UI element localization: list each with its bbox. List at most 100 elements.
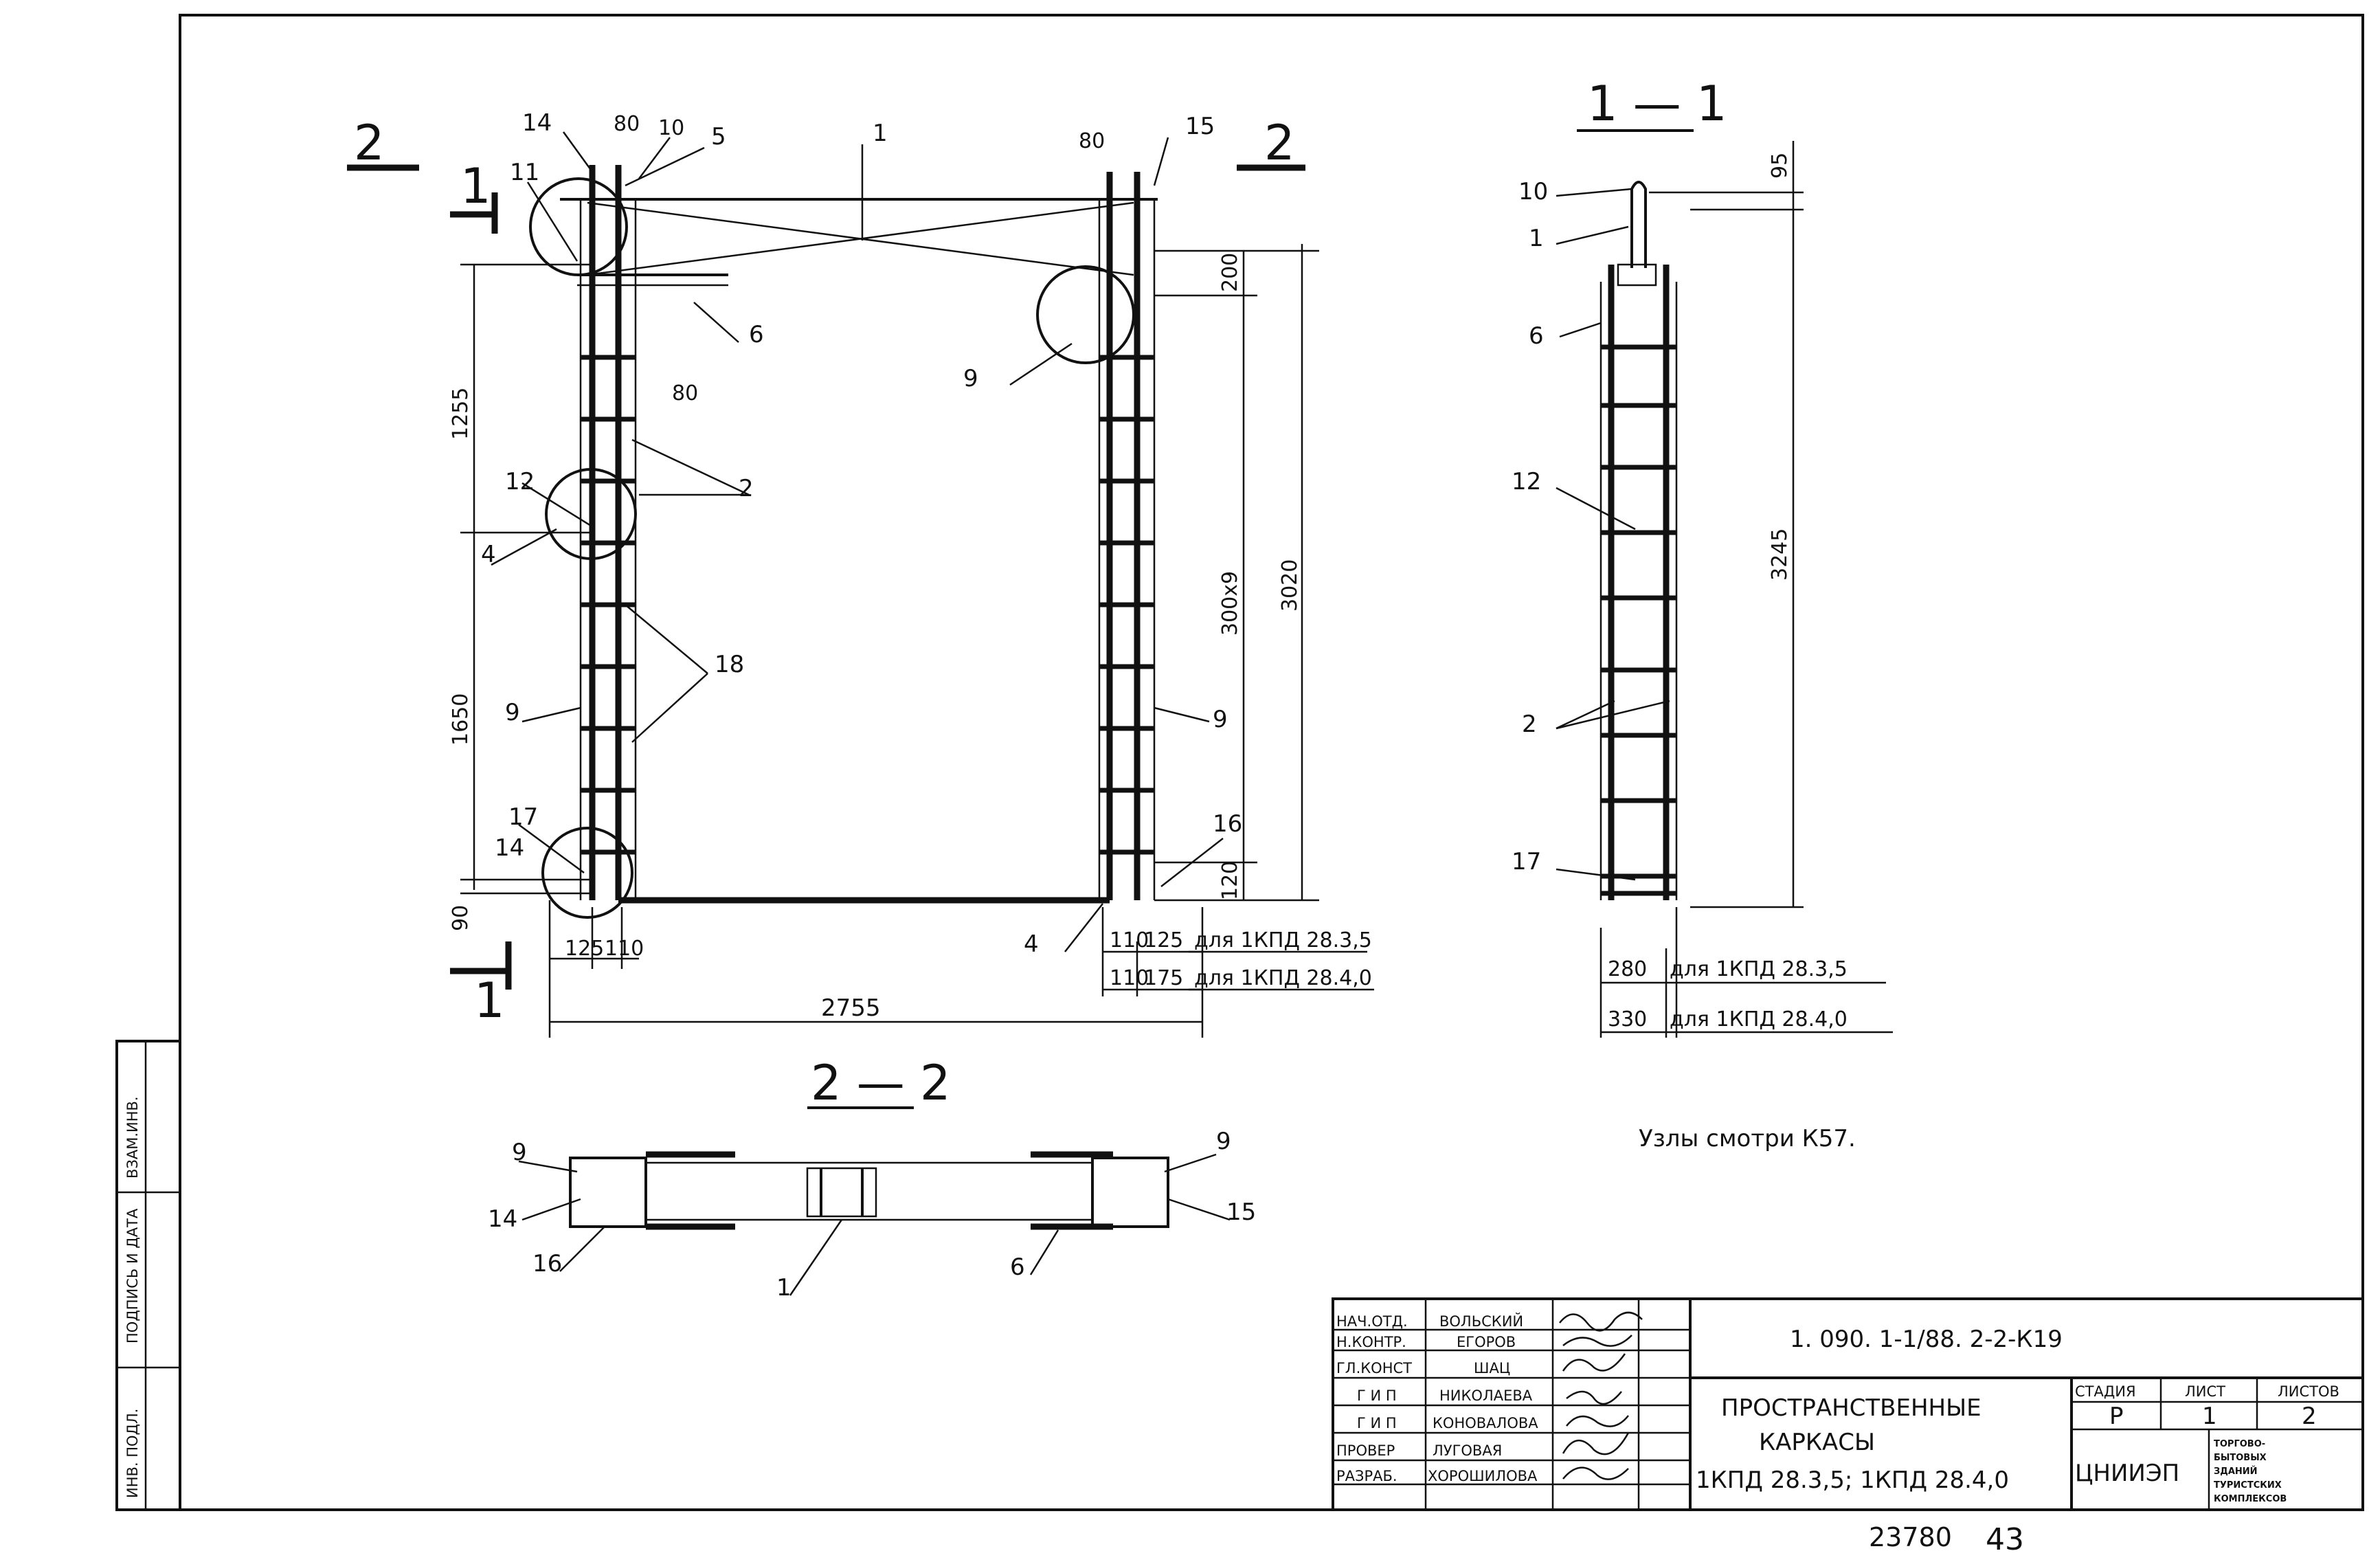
elevation-view: 2 2 1 1 <box>347 109 1374 1038</box>
callout-80-mid: 80 <box>672 381 698 405</box>
callout-16: 16 <box>1213 810 1242 838</box>
org-name: ЦНИИЭП <box>2075 1460 2179 1487</box>
s11-dim-95: 95 <box>1768 153 1792 179</box>
section-1-1-title: 1 — 1 <box>1587 76 1727 132</box>
org-note-4: КОМПЛЕКСОВ <box>2214 1494 2287 1504</box>
detail-circle-bottom-left <box>541 827 633 919</box>
podpis-label: ПОДПИСЬ И ДАТА <box>124 1208 141 1343</box>
note-elev-35: для 1КПД 28.3,5 <box>1194 928 1372 952</box>
cut-1-bottom-label: 1 <box>474 972 505 1029</box>
org-note-2: ЗДАНИЙ <box>2214 1466 2258 1477</box>
callout-12: 12 <box>505 468 535 495</box>
dim-90: 90 <box>449 905 473 931</box>
detail-circle-top-left <box>529 177 628 276</box>
callout-14-top: 14 <box>522 109 552 137</box>
callout-9-right: 9 <box>1213 706 1228 733</box>
dim-2755: 2755 <box>821 994 881 1022</box>
left-rungs <box>581 355 636 855</box>
title-line3: 1КПД 28.3,5; 1КПД 28.4,0 <box>1696 1466 2009 1494</box>
dim-300x9: 300x9 <box>1218 571 1242 636</box>
s22-callout-15: 15 <box>1226 1198 1256 1226</box>
stage-value: Р <box>2109 1403 2124 1430</box>
note-elev-40: для 1КПД 28.4,0 <box>1194 966 1372 990</box>
dim-110-right-b: 110 <box>1110 966 1149 990</box>
s22-callout-9-left: 9 <box>512 1139 527 1166</box>
org-note-3: ТУРИСТСКИХ <box>2214 1480 2282 1491</box>
title-line2: КАРКАСЫ <box>1759 1429 1875 1456</box>
dim-200: 200 <box>1218 253 1242 292</box>
tb-name-0: ВОЛЬСКИЙ <box>1439 1313 1523 1330</box>
vzam-label: ВЗАМ.ИНВ. <box>124 1096 141 1179</box>
s22-callout-9-right: 9 <box>1216 1128 1231 1155</box>
callout-10: 10 <box>658 116 684 140</box>
sheet-value: 1 <box>2202 1403 2217 1430</box>
callout-4-right: 4 <box>1024 930 1039 958</box>
org-note-0: ТОРГОВО- <box>2214 1439 2265 1449</box>
sheet-header: ЛИСТ <box>2185 1383 2225 1400</box>
dim-1650: 1650 <box>449 693 473 746</box>
s11-note-35: для 1КПД 28.3,5 <box>1670 957 1848 981</box>
dim-125-right: 125 <box>1144 928 1183 952</box>
tb-name-2: ШАЦ <box>1474 1360 1510 1376</box>
tb-role-4: Г И П <box>1357 1415 1397 1431</box>
sheets-value: 2 <box>2302 1403 2317 1430</box>
dim-120: 120 <box>1218 861 1242 900</box>
tb-role-0: НАЧ.ОТД. <box>1336 1313 1408 1330</box>
signatures <box>1559 1311 1643 1480</box>
tb-name-5: ЛУГОВАЯ <box>1433 1442 1502 1459</box>
tb-role-5: ПРОВЕР <box>1336 1442 1395 1459</box>
callout-5: 5 <box>711 123 726 150</box>
cut-2-right-label: 2 <box>1264 115 1295 171</box>
s11-callout-10: 10 <box>1518 178 1548 205</box>
title-block: НАЧ.ОТД. ВОЛЬСКИЙ Н.КОНТР. ЕГОРОВ ГЛ.КОН… <box>1332 1297 2364 1511</box>
tb-name-4: КОНОВАЛОВА <box>1433 1415 1538 1431</box>
dim-175: 175 <box>1144 966 1183 990</box>
dim-1255: 1255 <box>449 388 473 440</box>
section-1-1: 1 — 1 10 1 6 12 2 17 95 32 <box>1512 76 1893 1038</box>
callout-15: 15 <box>1185 113 1215 140</box>
s22-callout-6: 6 <box>1010 1253 1025 1281</box>
dim-125-left: 125 <box>565 937 604 961</box>
dim-110-left: 110 <box>605 937 644 961</box>
s11-callout-6: 6 <box>1529 322 1544 350</box>
dim-3020: 3020 <box>1278 559 1302 612</box>
tb-name-3: НИКОЛАЕВА <box>1439 1387 1533 1404</box>
sheets-header: ЛИСТОВ <box>2278 1383 2339 1400</box>
s11-callout-1: 1 <box>1529 225 1544 252</box>
tb-role-2: ГЛ.КОНСТ <box>1336 1360 1412 1376</box>
org-note-1: БЫТОВЫХ <box>2214 1453 2267 1463</box>
callout-18: 18 <box>715 651 744 678</box>
s11-callout-2: 2 <box>1522 711 1537 738</box>
tb-name-6: ХОРОШИЛОВА <box>1428 1468 1538 1484</box>
callout-80-top-left: 80 <box>614 112 640 136</box>
callout-14-bottom: 14 <box>495 834 524 862</box>
cut-2-left-label: 2 <box>354 115 385 171</box>
s11-note-40: для 1КПД 28.4,0 <box>1670 1007 1848 1031</box>
section-2-2-title: 2 — 2 <box>811 1055 951 1111</box>
callout-9-top: 9 <box>963 365 978 392</box>
tb-role-1: Н.КОНТР. <box>1336 1334 1406 1350</box>
callout-80-top-right: 80 <box>1079 129 1105 153</box>
s11-dim-3245: 3245 <box>1768 528 1792 581</box>
callout-2: 2 <box>739 475 754 502</box>
doc-code: 1. 090. 1-1/88. 2-2-К19 <box>1790 1326 2063 1353</box>
dim-110-right-a: 110 <box>1110 928 1149 952</box>
detail-circle-top-right <box>1036 265 1135 364</box>
left-strip-frame <box>115 1040 181 1511</box>
tb-name-1: ЕГОРОВ <box>1457 1334 1516 1350</box>
s22-callout-16: 16 <box>532 1250 562 1278</box>
s22-callout-1: 1 <box>776 1274 792 1302</box>
detail-circle-mid-left <box>545 468 637 560</box>
left-strip: ИНВ. ПОДЛ. ПОДПИСЬ И ДАТА ВЗАМ.ИНВ. <box>115 1040 181 1511</box>
page-number: 43 <box>1986 1522 2024 1557</box>
sheet-frame <box>179 14 2364 1511</box>
s22-callout-14: 14 <box>488 1205 517 1233</box>
callout-11: 11 <box>510 159 539 186</box>
callout-6: 6 <box>749 321 764 348</box>
s11-callout-12: 12 <box>1512 468 1541 495</box>
callout-4-left: 4 <box>481 541 496 568</box>
archive-number: 23780 <box>1869 1522 1952 1552</box>
s11-callout-17: 17 <box>1512 848 1541 875</box>
s11-dim-280: 280 <box>1608 957 1647 981</box>
